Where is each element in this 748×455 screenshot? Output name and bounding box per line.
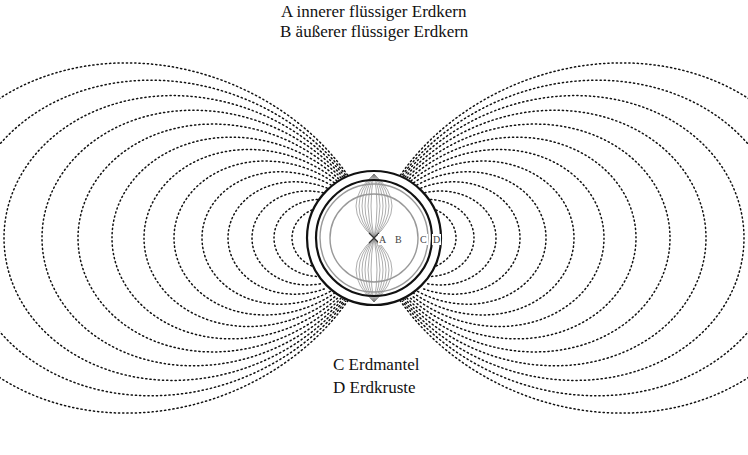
field-line [425, 191, 496, 285]
field-line [202, 172, 331, 304]
legend-line: C Erdmantel [330, 356, 422, 375]
field-line [403, 80, 748, 396]
field-line [414, 161, 574, 315]
field-line [407, 124, 670, 352]
field-line [411, 149, 604, 326]
field-line [405, 110, 706, 366]
field-lines [0, 63, 748, 413]
field-line [409, 137, 636, 339]
field-line [252, 191, 323, 285]
field-line [42, 110, 343, 366]
field-line [431, 200, 474, 277]
legend-line: B äußerer flüssiger Erdkern [277, 23, 471, 42]
earth-layers [307, 171, 441, 305]
legend-line: D Erdkruste [330, 379, 419, 398]
layer-letter: C [419, 234, 428, 245]
crust-inner-ring [316, 180, 432, 296]
field-line [228, 182, 327, 294]
field-line [0, 80, 345, 396]
field-line [78, 124, 341, 352]
layer-letter: A [378, 234, 387, 245]
outer-core-ring [330, 194, 418, 282]
field-line [0, 63, 348, 413]
field-line [274, 200, 317, 277]
field-line [404, 96, 744, 381]
field-line [112, 137, 339, 339]
crust-outer-ring [307, 171, 441, 305]
field-line [4, 96, 344, 381]
layer-letter: B [394, 234, 403, 245]
legend-line: A innerer flüssiger Erdkern [278, 3, 470, 22]
field-line [421, 182, 520, 294]
field-line [174, 161, 334, 315]
layer-letter: D [432, 234, 441, 245]
field-line [400, 63, 748, 413]
field-line [417, 172, 546, 304]
mantle-ring [320, 184, 428, 292]
